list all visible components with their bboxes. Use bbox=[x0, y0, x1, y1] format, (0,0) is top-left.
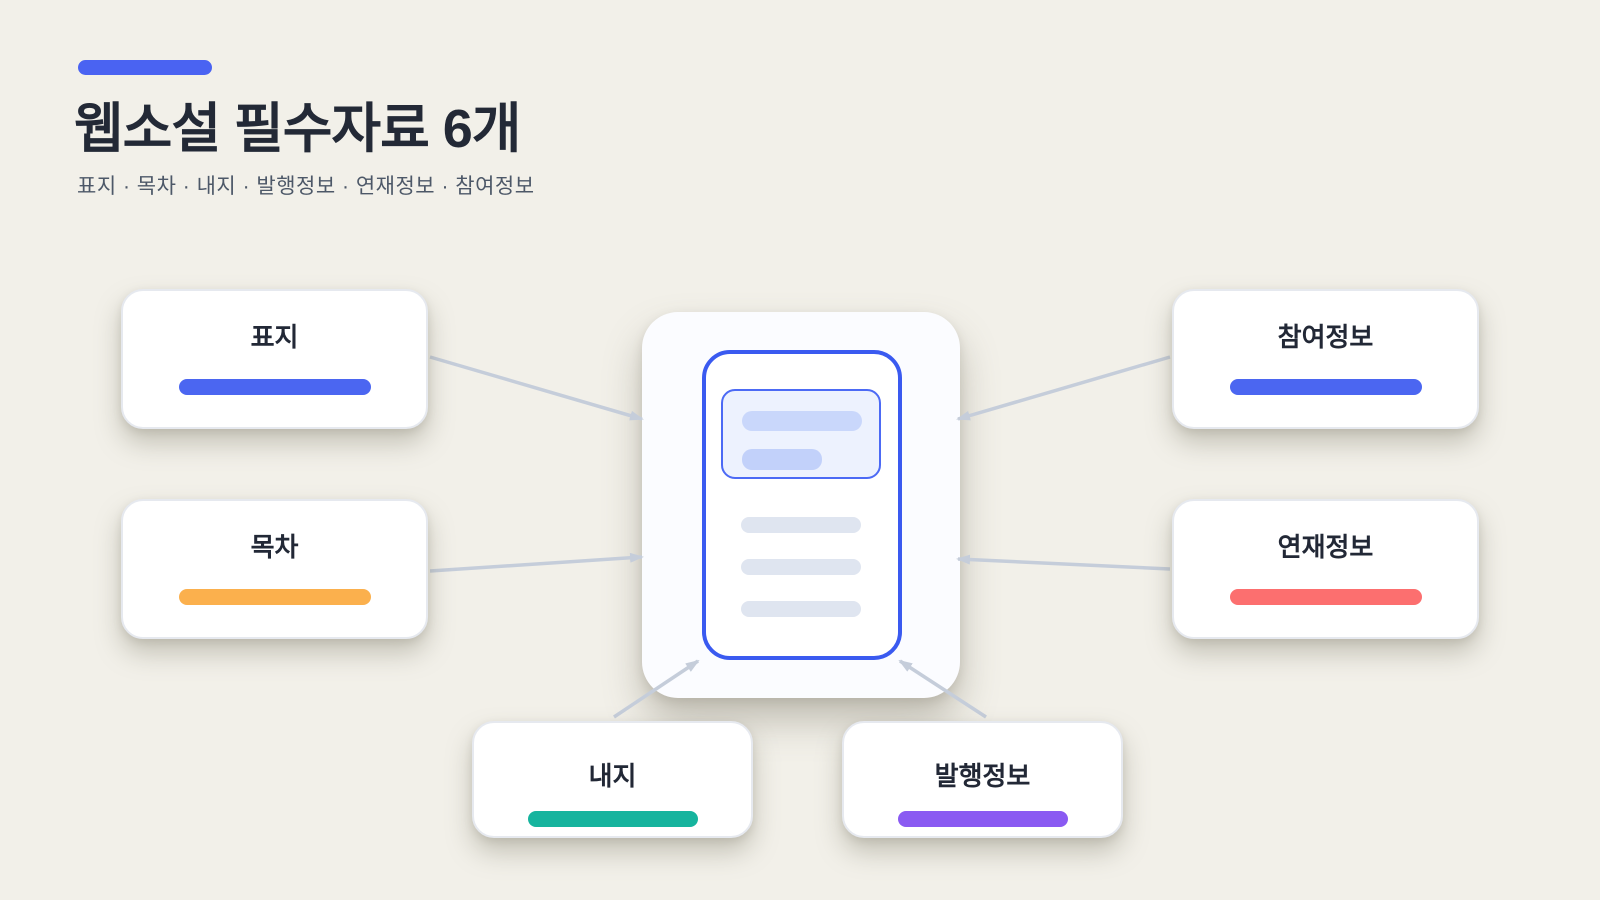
card-publication-info: 발행정보 bbox=[842, 721, 1123, 838]
card-cover: 표지 bbox=[121, 289, 428, 429]
card-inner-pages: 내지 bbox=[472, 721, 753, 838]
card-participation-info-label: 참여정보 bbox=[1277, 322, 1374, 352]
arrow-participation-to-center bbox=[956, 355, 1171, 421]
center-card bbox=[642, 312, 960, 698]
document-text-line-2 bbox=[741, 559, 861, 575]
card-serialization-info-label: 연재정보 bbox=[1277, 532, 1374, 562]
document-header-line-1 bbox=[742, 411, 862, 431]
card-inner-pages-label: 내지 bbox=[588, 761, 637, 791]
arrow-cover-to-center bbox=[429, 355, 644, 421]
arrow-serialization-to-center bbox=[956, 554, 1171, 571]
card-inner-pages-accent-bar bbox=[527, 811, 698, 827]
card-table-of-contents: 목차 bbox=[121, 499, 428, 639]
page-subtitle: 표지 · 목차 · 내지 · 발행정보 · 연재정보 · 참여정보 bbox=[77, 175, 535, 198]
card-serialization-info: 연재정보 bbox=[1172, 499, 1479, 639]
document-header-line-2 bbox=[742, 449, 822, 470]
header-accent-bar bbox=[78, 60, 212, 75]
card-publication-info-label: 발행정보 bbox=[934, 761, 1031, 791]
page-title: 웹소설 필수자료 6개 bbox=[74, 99, 521, 159]
arrow-toc-to-center bbox=[429, 552, 644, 573]
document-text-line-1 bbox=[741, 517, 861, 533]
document-text-line-3 bbox=[741, 601, 861, 617]
card-toc-accent-bar bbox=[178, 589, 371, 605]
card-participation-info: 참여정보 bbox=[1172, 289, 1479, 429]
card-cover-accent-bar bbox=[178, 379, 371, 395]
card-toc-label: 목차 bbox=[250, 532, 299, 562]
document-header-box bbox=[721, 389, 881, 479]
document-illustration bbox=[702, 350, 902, 660]
card-participation-info-accent-bar bbox=[1229, 379, 1422, 395]
card-publication-info-accent-bar bbox=[897, 811, 1068, 827]
card-serialization-info-accent-bar bbox=[1229, 589, 1422, 605]
card-cover-label: 표지 bbox=[250, 322, 299, 352]
